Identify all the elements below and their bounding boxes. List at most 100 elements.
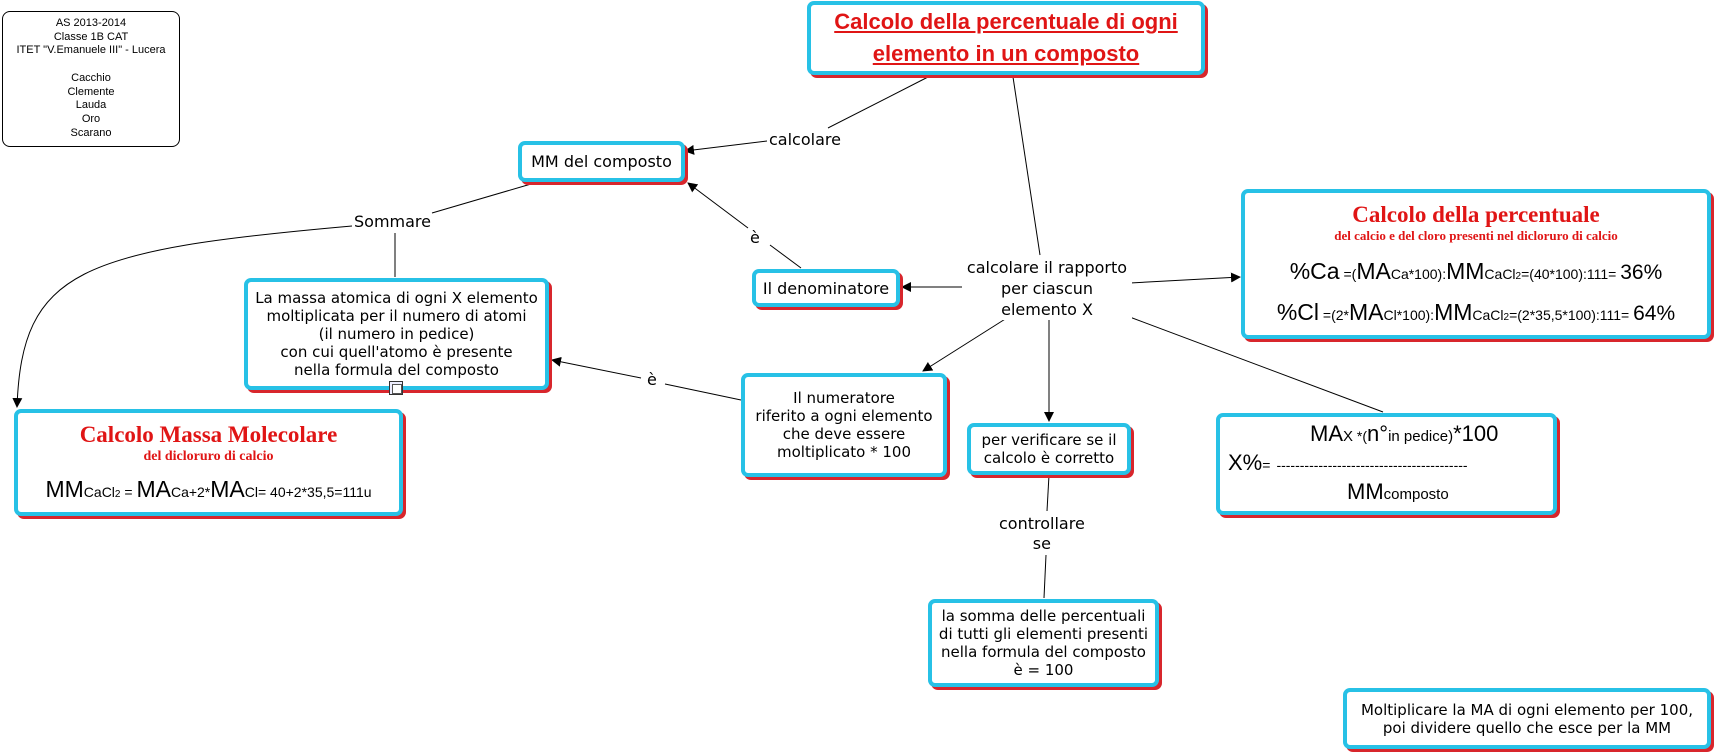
verificare-node[interactable]: per verificare se il calcolo è corretto — [967, 423, 1131, 475]
cl-formula: %Cl =(2*MACl*100):MMCaCl2=(2*35,5*100):1… — [1277, 299, 1675, 326]
somma-line4: è = 100 — [1013, 661, 1074, 679]
arrow-e-mm — [687, 182, 749, 229]
formula-part: 64% — [1633, 302, 1676, 325]
formula-fraction-line: X%= -------------------------------------… — [1220, 449, 1553, 478]
credits-box: AS 2013-2014 Classe 1B CAT ITET "V.Emanu… — [2, 11, 180, 147]
formula-part: =(2* — [1319, 307, 1349, 323]
controllare-line1: controllare — [999, 514, 1085, 533]
formula-part: X — [1343, 427, 1354, 445]
formula-part: = — [1262, 456, 1271, 473]
numeratore-line3: che deve essere — [782, 425, 906, 443]
formula-part: =(2*35,5*100):111= — [1509, 307, 1634, 323]
formula-part: 2 — [114, 489, 121, 500]
link-label-sommare: Sommare — [354, 212, 431, 232]
document-icon[interactable] — [389, 381, 403, 395]
credits-line: Clemente — [67, 85, 115, 98]
credits-line: Lauda — [75, 99, 107, 112]
calcolo-mm-node[interactable]: Calcolo Massa Molecolare del dicloruro d… — [14, 409, 403, 516]
numeratore-line1: Il numeratore — [793, 389, 895, 407]
mm-composto-label: MM del composto — [531, 152, 672, 171]
formula-part: *100 — [1453, 420, 1499, 446]
link-label-e-num: è — [647, 370, 657, 390]
calcolo-perc-subtitle: del calcio e del cloro presenti nel dicl… — [1334, 228, 1618, 243]
moltiplicare-node[interactable]: Moltiplicare la MA di ogni elemento per … — [1343, 688, 1711, 749]
formula-part: Ca+2* — [170, 484, 211, 500]
numeratore-line2: riferito a ogni elemento — [755, 407, 933, 425]
line-controllare-somma — [1043, 554, 1047, 599]
verificare-line1: per verificare se il — [981, 431, 1117, 449]
calcolo-perc-title: Calcolo della percentuale — [1352, 202, 1600, 227]
line-ver-controllare — [1046, 474, 1050, 512]
main-title-line1: Calcolo della percentuale di ogni — [834, 9, 1178, 34]
verificare-line2: calcolo è corretto — [983, 449, 1115, 467]
link-label-controllare: controllare se — [999, 514, 1085, 554]
somma-line2: di tutti gli elementi presenti — [938, 625, 1149, 643]
formula-part: Cl= 40+2*35,5=111u — [244, 484, 372, 500]
formula-part: MA — [1356, 258, 1391, 284]
formula-part: *( — [1353, 427, 1368, 444]
formula-denominator: MMcomposto — [1220, 478, 1553, 509]
formula-node[interactable]: MAX *(n°in pedice)*100 X%= --------------… — [1216, 413, 1557, 515]
main-title-line2: elemento in un composto — [872, 41, 1140, 66]
formula-part: MA — [136, 476, 171, 502]
rapporto-line3: elemento X — [1001, 300, 1093, 319]
formula-part: =( — [1339, 266, 1357, 282]
formula-part: MM — [1446, 258, 1485, 284]
denominatore-node[interactable]: Il denominatore — [752, 269, 900, 307]
moltiplicare-line1: Moltiplicare la MA di ogni elemento per … — [1360, 700, 1694, 719]
rapporto-line2: per ciascun — [1000, 279, 1094, 298]
line-title-calcolare — [827, 76, 929, 129]
line-den-e — [769, 244, 802, 269]
formula-part: MM — [1347, 478, 1384, 504]
arrow-sommare-calcolomm — [12, 225, 353, 408]
massa-atomica-node[interactable]: La massa atomica di ogni X elemento molt… — [244, 278, 549, 390]
credits-line — [3, 58, 179, 72]
calcolo-mm-subtitle: del dicloruro di calcio — [143, 449, 274, 464]
formula-part: ----------------------------------------… — [1276, 456, 1468, 473]
formula-numerator: MAX *(n°in pedice)*100 — [1220, 420, 1553, 451]
formula-part: CaCl — [1472, 307, 1504, 323]
formula-part: in pedice) — [1388, 427, 1454, 445]
formula-part: X% — [1228, 449, 1263, 475]
formula-part: 2 — [1515, 271, 1522, 282]
formula-part: %Ca — [1289, 258, 1340, 284]
numeratore-line4: moltiplicato * 100 — [776, 443, 912, 461]
formula-part: = — [120, 484, 137, 500]
mm-composto-node[interactable]: MM del composto — [518, 141, 685, 182]
line-rapporto-formula — [1126, 315, 1384, 413]
line-title-rapporto — [1012, 76, 1041, 256]
formula-part: MA — [1348, 299, 1384, 325]
calcolo-mm-title: Calcolo Massa Molecolare — [79, 422, 338, 447]
ca-formula: %Ca =(MACa*100):MMCaCl2=(40*100):111= 36… — [1290, 258, 1663, 285]
massa-line3: (il numero in pedice) — [318, 325, 475, 343]
arrow-calcolare-mm — [684, 140, 768, 155]
numeratore-node[interactable]: Il numeratore riferito a ogni elemento c… — [741, 373, 947, 477]
arrow-rapporto-num — [922, 315, 1011, 372]
credits-line: AS 2013-2014 — [55, 17, 127, 29]
calcolo-percentuale-node[interactable]: Calcolo della percentuale del calcio e d… — [1241, 189, 1711, 339]
massa-line5: nella formula del composto — [294, 361, 499, 379]
formula-part: %Cl — [1276, 299, 1320, 325]
main-title-node[interactable]: Calcolo della percentuale di ogni elemen… — [807, 1, 1205, 75]
formula-part: MM — [45, 476, 84, 502]
formula-part: CaCl — [83, 484, 115, 500]
massa-line1: La massa atomica di ogni X elemento — [255, 289, 538, 307]
rapporto-line1: calcolare il rapporto — [966, 258, 1128, 277]
massa-line2: moltiplicata per il numero di atomi — [266, 307, 527, 325]
credits-line: Scarano — [70, 126, 112, 139]
arrow-e-massa — [551, 356, 642, 379]
link-label-calcolare: calcolare — [769, 130, 841, 150]
credits-line: ITET "V.Emanuele III" - Lucera — [16, 44, 166, 57]
formula-part: n° — [1367, 420, 1389, 446]
rapporto-concept[interactable]: calcolare il rapporto per ciascun elemen… — [962, 257, 1132, 320]
formula-part: 36% — [1620, 261, 1663, 284]
link-label-e-den: è — [750, 228, 760, 248]
formula-part: composto — [1383, 485, 1449, 503]
controllare-line2: se — [1032, 534, 1051, 553]
moltiplicare-line2: poi dividere quello che esce per la MM — [1382, 718, 1672, 737]
somma-node[interactable]: la somma delle percentuali di tutti gli … — [928, 599, 1159, 687]
arrow-rapporto-perc — [1129, 272, 1241, 284]
line-mm-sommare — [431, 183, 532, 214]
formula-part: MM — [1434, 299, 1473, 325]
